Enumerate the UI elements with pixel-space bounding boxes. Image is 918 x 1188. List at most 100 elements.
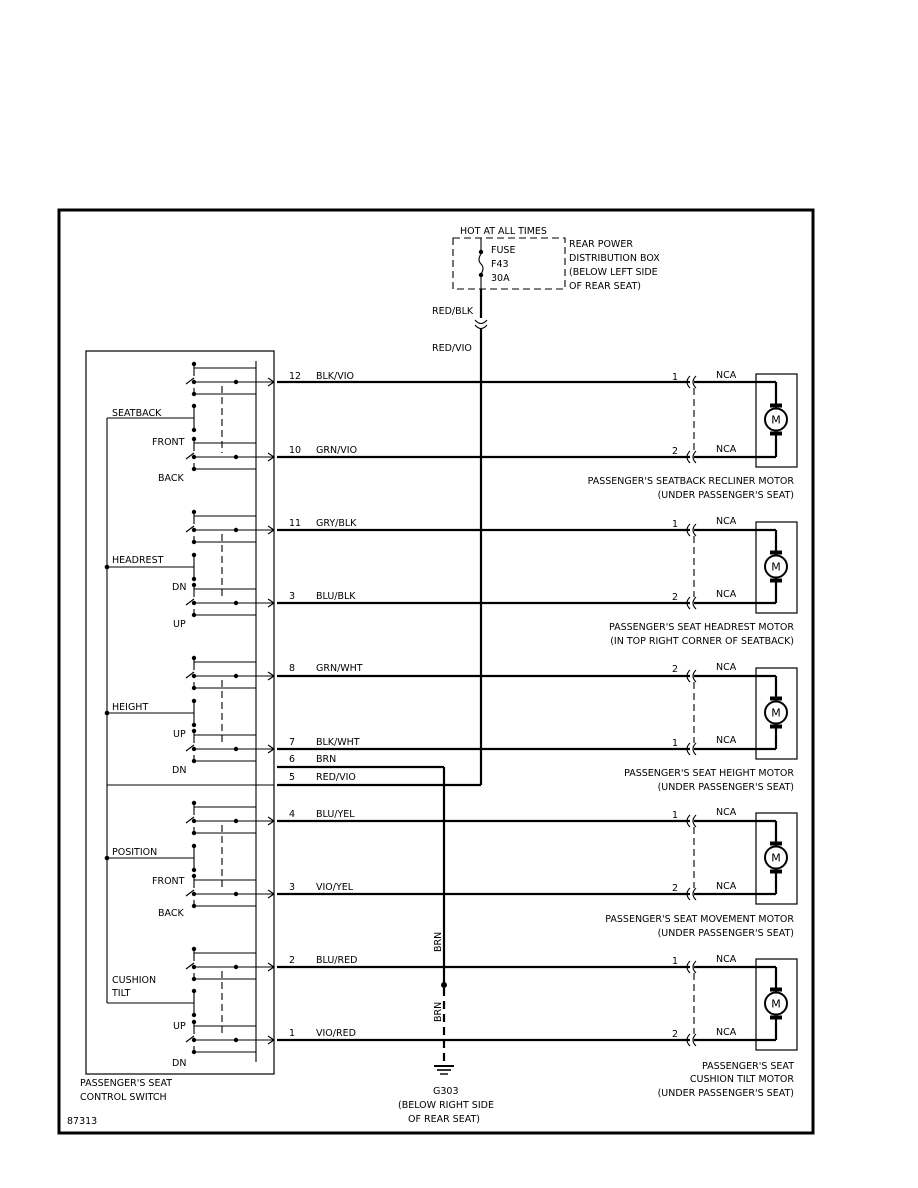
switch-name-line2: CONTROL SWITCH — [80, 1092, 167, 1103]
motor-brush — [770, 987, 782, 992]
m2-name: PASSENGER'S SEAT HEADREST MOTOR — [609, 622, 794, 633]
connector-symbol — [692, 669, 697, 683]
pin-4: 4 — [289, 809, 295, 820]
pin-3b: 3 — [289, 882, 295, 893]
motor-icon — [764, 991, 788, 1016]
label-up-1: UP — [173, 619, 186, 630]
pin-arrow — [267, 889, 275, 899]
m4-location: (UNDER PASSENGER'S SEAT) — [658, 928, 794, 939]
nca-labels: NCA NCA NCA NCA NCA NCA NCA NCA NCA NCA — [716, 370, 737, 1038]
m2-pin-top: 1 — [672, 519, 678, 530]
color-4: BLU/YEL — [316, 809, 355, 820]
motor-5: M — [686, 958, 798, 1051]
m3-pin-top: 2 — [672, 664, 678, 675]
ground-wire-label-lower: BRN — [433, 1002, 444, 1022]
connector-symbol — [686, 375, 691, 389]
passenger-seat-control-switch: PASSENGER'S SEAT CONTROL SWITCH — [80, 350, 275, 1103]
connector-symbol — [686, 960, 691, 974]
ground-location-line2: OF REAR SEAT) — [408, 1114, 480, 1125]
pin-12: 12 — [289, 371, 301, 382]
contact-dot — [191, 988, 197, 994]
motor-icon — [764, 407, 788, 432]
nca-1: NCA — [716, 370, 737, 381]
color-2: BLU/RED — [316, 955, 357, 966]
connector-symbol — [692, 814, 697, 828]
motor-box — [755, 812, 798, 905]
motor-brush — [770, 403, 782, 408]
m5-name-line2: CUSHION TILT MOTOR — [690, 1074, 795, 1085]
color-5: RED/VIO — [316, 772, 356, 783]
switch-blade — [185, 1035, 195, 1043]
motor-icon — [764, 845, 788, 870]
motor-3: M — [686, 667, 798, 760]
connector-symbol — [692, 742, 697, 756]
nca-10: NCA — [716, 1027, 737, 1038]
motor-symbol: M — [771, 414, 781, 427]
connector-symbol — [686, 742, 691, 756]
motor-labels: PASSENGER'S SEATBACK RECLINER MOTOR (UND… — [588, 476, 795, 1099]
motor-brush — [770, 431, 782, 436]
color-10: GRN/VIO — [316, 445, 357, 456]
nca-2: NCA — [716, 444, 737, 455]
connector-symbol — [686, 887, 691, 901]
m2-pin-bot: 2 — [672, 592, 678, 603]
label-dn-3: DN — [172, 1058, 186, 1069]
m2-location: (IN TOP RIGHT CORNER OF SEATBACK) — [610, 636, 794, 647]
m5-pin-top: 1 — [672, 956, 678, 967]
switch-name-line1: PASSENGER'S SEAT — [80, 1078, 172, 1089]
m5-name-line1: PASSENGER'S SEAT — [702, 1061, 794, 1072]
connector-symbol — [686, 450, 691, 464]
m3-name: PASSENGER'S SEAT HEIGHT MOTOR — [624, 768, 794, 779]
connector-symbol — [686, 814, 691, 828]
contact-dot — [191, 1012, 197, 1018]
motor-4: M — [686, 812, 798, 905]
pin-2: 2 — [289, 955, 295, 966]
contact-dot — [191, 361, 197, 367]
contact-dot — [191, 509, 197, 515]
motor-brush — [770, 696, 782, 701]
connector-symbol — [692, 450, 697, 464]
nca-3: NCA — [716, 516, 737, 527]
motor-symbol: M — [771, 998, 781, 1011]
pin-arrow — [267, 816, 275, 826]
color-1: VIO/RED — [316, 1028, 356, 1039]
label-front-2: FRONT — [152, 876, 185, 887]
pin-arrow — [267, 744, 275, 754]
m1-location: (UNDER PASSENGER'S SEAT) — [658, 490, 794, 501]
motor-symbol: M — [771, 852, 781, 865]
pin-arrow — [267, 377, 275, 387]
fuse-label: FUSE — [491, 245, 515, 256]
contact-dot — [191, 698, 197, 704]
motor-1: M — [686, 373, 798, 468]
rear-power-distribution-box: HOT AT ALL TIMES FUSE F43 30A REAR POWER… — [452, 226, 660, 292]
switch-section-cushion — [107, 946, 275, 1055]
motor-brush — [770, 550, 782, 555]
pin-labels: 12 BLK/VIO 10 GRN/VIO 11 GRY/BLK 3 BLU/B… — [289, 371, 363, 1039]
pin-arrow — [267, 525, 275, 535]
contact-dot — [191, 576, 197, 582]
m5-location: (UNDER PASSENGER'S SEAT) — [658, 1088, 794, 1099]
contact-dot — [191, 427, 197, 433]
switch-blade — [185, 598, 195, 606]
diagram-id: 87313 — [67, 1116, 97, 1127]
motor-group: M M M M M — [686, 373, 798, 1051]
contact-dot — [191, 582, 197, 588]
fuse-id: F43 — [491, 259, 509, 270]
motor-symbol: M — [771, 561, 781, 574]
motor-box — [755, 667, 798, 760]
label-back-2: BACK — [158, 908, 184, 919]
contact-dot — [191, 800, 197, 806]
contact-dot — [191, 403, 197, 409]
color-6: BRN — [316, 754, 336, 765]
switch-blade — [185, 889, 195, 897]
label-dn-1: DN — [172, 582, 186, 593]
pin-7: 7 — [289, 737, 295, 748]
box-name-line3: (BELOW LEFT SIDE — [569, 267, 658, 278]
switch-blade — [185, 744, 195, 752]
switch-section-headrest — [107, 509, 275, 618]
pin-arrow — [267, 671, 275, 681]
switch-blade — [185, 671, 195, 679]
pin-6: 6 — [289, 754, 295, 765]
connector-pin-labels: 1 2 1 2 2 1 1 2 1 2 — [672, 372, 678, 1040]
